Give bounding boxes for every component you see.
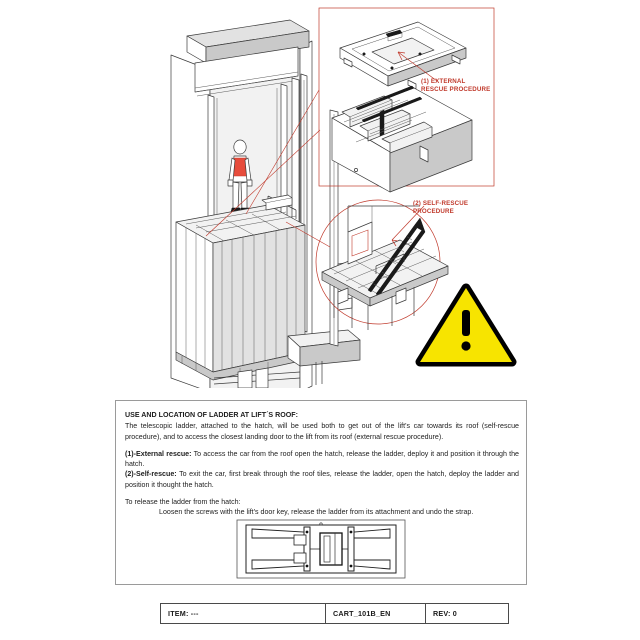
release-body: Loosen the screws with the lift's door k… (159, 508, 474, 517)
footer-cell-drawing-code: CART_101B_EN (326, 604, 426, 623)
instruction-item-2-lead: (2)-Self-rescue: (125, 470, 177, 479)
instruction-item-1-body: To access the car from the roof open the… (125, 449, 520, 469)
warning-triangle-icon (415, 283, 517, 367)
release-heading: To release the ladder from the hatch: (125, 497, 241, 506)
telescopic-ladder-assembly (331, 85, 473, 193)
instruction-item-1: (1)-External rescue: To access the car f… (125, 449, 519, 470)
hatch-cover (339, 21, 467, 90)
callout-leader-lines (205, 89, 331, 248)
instruction-text-block: USE AND LOCATION OF LADDER AT LIFT´S ROO… (125, 410, 519, 518)
instruction-heading: USE AND LOCATION OF LADDER AT LIFT´S ROO… (125, 411, 298, 419)
text-spacer-2 (125, 490, 519, 497)
callout-label-external-rescue: (1) EXTERNAL RESCUE PROCEDURE (421, 78, 491, 94)
footer-table: ITEM: --- CART_101B_EN REV: 0 (160, 603, 509, 624)
illustration-area: .ln { fill:none; stroke:#3a3a3a; stroke-… (170, 7, 517, 388)
instruction-panel: USE AND LOCATION OF LADDER AT LIFT´S ROO… (115, 400, 527, 585)
instruction-item-2: (2)-Self-rescue: To exit the car, first … (125, 469, 519, 490)
ladder-top-view-drawing (236, 519, 406, 579)
instruction-item-2-body: To exit the car, first break through the… (125, 470, 519, 489)
instruction-intro: The telescopic ladder, attached to the h… (125, 422, 519, 441)
text-spacer-1 (125, 442, 519, 449)
lift-rescue-illustration: .ln { fill:none; stroke:#3a3a3a; stroke-… (170, 7, 517, 388)
detail-box-external-rescue (318, 7, 495, 193)
detail-box-self-rescue (315, 199, 449, 330)
instruction-item-1-lead: (1)-External rescue: (125, 449, 192, 458)
footer-cell-revision: REV: 0 (433, 609, 457, 618)
callout-label-self-rescue: (2) SELF-RESCUE PROCEDURE (413, 200, 469, 216)
footer-cell-item: ITEM: --- (161, 604, 326, 623)
lift-shaft-assembly (170, 19, 361, 388)
